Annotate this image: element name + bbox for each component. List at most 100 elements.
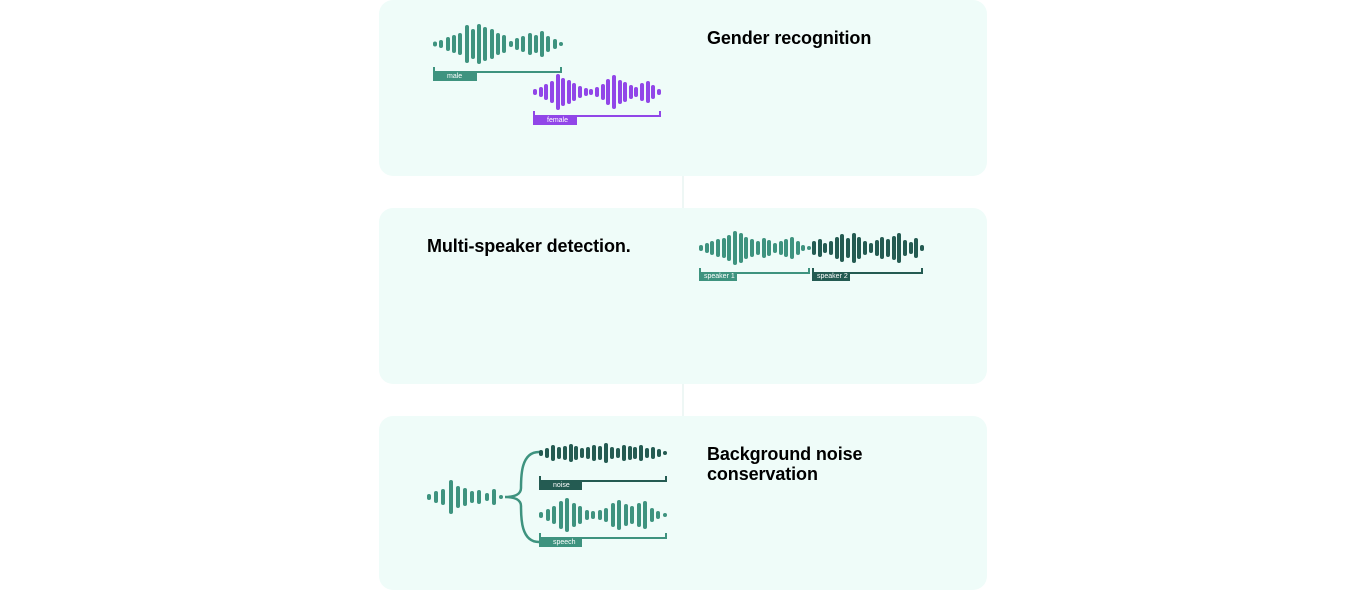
speech-waveform-icon [539, 490, 667, 540]
female-label: female [533, 117, 577, 125]
waveform-bar [784, 239, 789, 257]
waveform-bar [549, 81, 554, 103]
waveform-bar [544, 448, 549, 458]
waveform-bar [623, 82, 628, 102]
waveform-bar [744, 237, 749, 259]
waveform-bar [502, 35, 507, 53]
card-multi-speaker-detection: Multi-speaker detection. speaker 1 speak… [379, 208, 987, 384]
waveform-bar [610, 503, 615, 527]
waveform-bar [795, 241, 800, 255]
waveform-bar [920, 245, 924, 251]
waveform-bar [738, 233, 743, 263]
waveform-bar [609, 447, 614, 459]
speaker-1-waveform-icon [699, 223, 811, 273]
waveform-bar [458, 33, 463, 55]
waveform-bar [630, 506, 635, 524]
connector-line-2 [682, 384, 684, 416]
waveform-bar [657, 449, 662, 457]
waveform-bar [651, 85, 656, 99]
waveform-bar [623, 504, 628, 526]
waveform-bar [597, 510, 602, 520]
waveform-bar [639, 445, 644, 461]
waveform-bar [578, 506, 583, 524]
waveform-bar [558, 501, 563, 529]
waveform-bar [552, 39, 557, 49]
waveform-bar [545, 509, 550, 521]
waveform-bar [584, 510, 589, 520]
waveform-bar [455, 486, 460, 508]
waveform-bar [897, 233, 902, 263]
waveform-bar [566, 80, 571, 104]
waveform-bar [539, 512, 543, 518]
waveform-bar [772, 243, 777, 253]
waveform-bar [562, 446, 567, 460]
waveform-bar [699, 245, 703, 251]
waveform-bar [583, 88, 588, 96]
waveform-bar [586, 447, 591, 459]
waveform-bar [633, 447, 638, 459]
waveform-bar [868, 243, 873, 253]
waveform-bar [651, 447, 656, 459]
waveform-bar [533, 35, 538, 53]
waveform-bar [789, 237, 794, 259]
waveform-bar [727, 235, 732, 261]
female-waveform-icon [533, 67, 661, 117]
waveform-bar [621, 445, 626, 461]
waveform-bar [550, 445, 555, 461]
waveform-bar [704, 243, 709, 253]
waveform-bar [603, 443, 608, 463]
waveform-bar [863, 241, 868, 255]
waveform-bar [441, 489, 446, 505]
waveform-bar [568, 444, 573, 462]
waveform-bar [834, 237, 839, 259]
waveform-bar [761, 238, 766, 258]
female-bracket [533, 111, 661, 117]
waveform-bar [829, 241, 834, 255]
waveform-bar [807, 246, 811, 250]
waveform-bar [470, 29, 475, 59]
waveform-bar [636, 503, 641, 527]
waveform-bar [891, 236, 896, 260]
waveform-bar [565, 498, 570, 532]
waveform-bar [663, 513, 667, 517]
waveform-bar [880, 237, 885, 259]
speech-label: speech [539, 539, 582, 547]
waveform-bar [767, 240, 772, 256]
waveform-bar [477, 24, 482, 64]
waveform-bar [823, 243, 828, 253]
waveform-bar [846, 238, 851, 258]
waveform-bar [470, 491, 475, 503]
speech-bracket [539, 533, 667, 539]
waveform-bar [533, 89, 537, 95]
waveform-bar [595, 87, 599, 97]
male-label: male [433, 73, 477, 81]
waveform-bar [451, 35, 456, 53]
waveform-bar [663, 451, 667, 455]
waveform-bar [817, 239, 822, 257]
waveform-bar [628, 85, 633, 99]
waveform-bar [463, 488, 467, 506]
waveform-bar [521, 36, 526, 52]
waveform-bar [445, 37, 450, 51]
input-waveform-icon [427, 472, 503, 522]
waveform-bar [640, 83, 645, 101]
waveform-bar [477, 490, 482, 504]
waveform-bar [778, 241, 783, 255]
noise-bracket [539, 476, 667, 482]
waveform-bar [656, 511, 661, 519]
waveform-bar [589, 89, 594, 95]
waveform-bar [489, 29, 494, 59]
waveform-bar [617, 500, 622, 530]
waveform-bar [750, 239, 755, 257]
waveform-bar [617, 80, 622, 104]
waveform-bar [721, 238, 726, 258]
waveform-bar [427, 494, 431, 500]
waveform-bar [561, 78, 566, 106]
waveform-bar [840, 234, 845, 262]
waveform-bar [649, 508, 654, 522]
waveform-bar [527, 33, 532, 55]
waveform-bar [448, 480, 453, 514]
waveform-bar [801, 245, 806, 251]
waveform-bar [491, 489, 496, 505]
waveform-bar [885, 239, 890, 257]
